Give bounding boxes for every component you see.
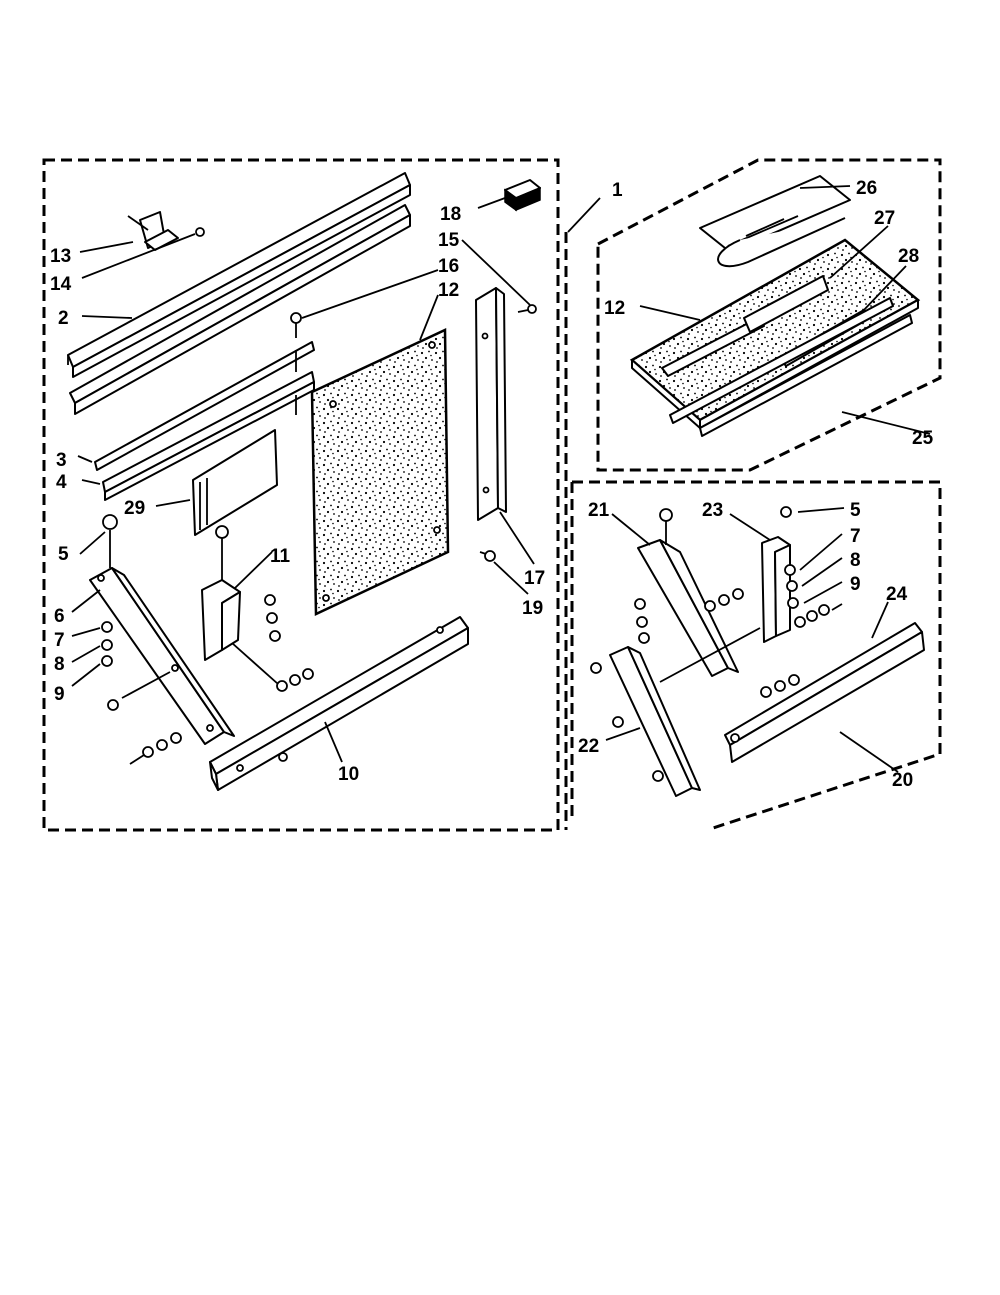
callout-28: 28 [898, 246, 919, 267]
callout-27: 27 [874, 208, 895, 229]
top-right-kit-frame [596, 158, 942, 472]
callout-9: 9 [54, 684, 65, 705]
part-29-seal [192, 429, 278, 536]
callout-29: 29 [124, 498, 145, 519]
part-4-rail [102, 371, 315, 501]
callout-16: 16 [438, 256, 459, 277]
part-24-rail [724, 622, 925, 763]
part-16-rail [94, 341, 315, 471]
callout-14: 14 [50, 274, 72, 295]
part-15-screws [290, 304, 537, 338]
part-21-leg [637, 508, 739, 677]
callout-12-right: 12 [604, 298, 625, 319]
callout-9-right: 9 [850, 574, 861, 595]
callout-3: 3 [56, 450, 67, 471]
leader-lines [71, 185, 931, 773]
callout-22: 22 [578, 736, 599, 757]
callout-8: 8 [54, 654, 65, 675]
bottom-right-kit-frame [570, 480, 942, 830]
callout-1: 1 [612, 180, 623, 201]
callout-10: 10 [338, 764, 359, 785]
callout-8-right: 8 [850, 550, 861, 571]
callout-6: 6 [54, 606, 65, 627]
callout-labels: 1 2 3 4 29 5 6 7 8 9 13 14 18 15 16 12 1… [50, 178, 934, 791]
main-washers [101, 594, 314, 765]
part-12-foam-panel [310, 328, 450, 616]
callout-23: 23 [702, 500, 723, 521]
right-hardware [590, 506, 830, 782]
main-kit-frame [42, 158, 568, 832]
part-3-channel [69, 204, 411, 415]
callout-11: 11 [270, 546, 291, 567]
callout-19: 19 [522, 598, 543, 619]
callout-2: 2 [58, 308, 69, 329]
part-13-bracket [127, 211, 205, 251]
part-25-angle-rails [669, 297, 913, 437]
callout-12: 12 [438, 280, 459, 301]
part-19-screw [479, 550, 496, 562]
callout-18: 18 [440, 204, 461, 225]
part-26-gasket-loop [699, 175, 851, 268]
callout-7-right: 7 [850, 526, 861, 547]
part-11-u-bracket [201, 525, 241, 661]
callout-4: 4 [56, 472, 67, 493]
callout-15: 15 [438, 230, 460, 251]
part-2-top-channel [67, 172, 411, 378]
callout-20: 20 [892, 770, 913, 791]
part-22-leg [609, 646, 701, 797]
callout-7: 7 [54, 630, 65, 651]
callout-24: 24 [886, 584, 908, 605]
callout-26: 26 [856, 178, 877, 199]
callout-25: 25 [912, 428, 934, 449]
callout-21: 21 [588, 500, 610, 521]
part-18-block [504, 179, 541, 212]
callout-5: 5 [58, 544, 69, 565]
part-23-bracket [761, 536, 791, 643]
part-17-side-channel [475, 287, 507, 521]
callout-5-right: 5 [850, 500, 861, 521]
callout-13: 13 [50, 246, 71, 267]
part-10-bottom-rail [209, 616, 469, 791]
part-6-support-leg [89, 514, 235, 745]
callout-17: 17 [524, 568, 545, 589]
